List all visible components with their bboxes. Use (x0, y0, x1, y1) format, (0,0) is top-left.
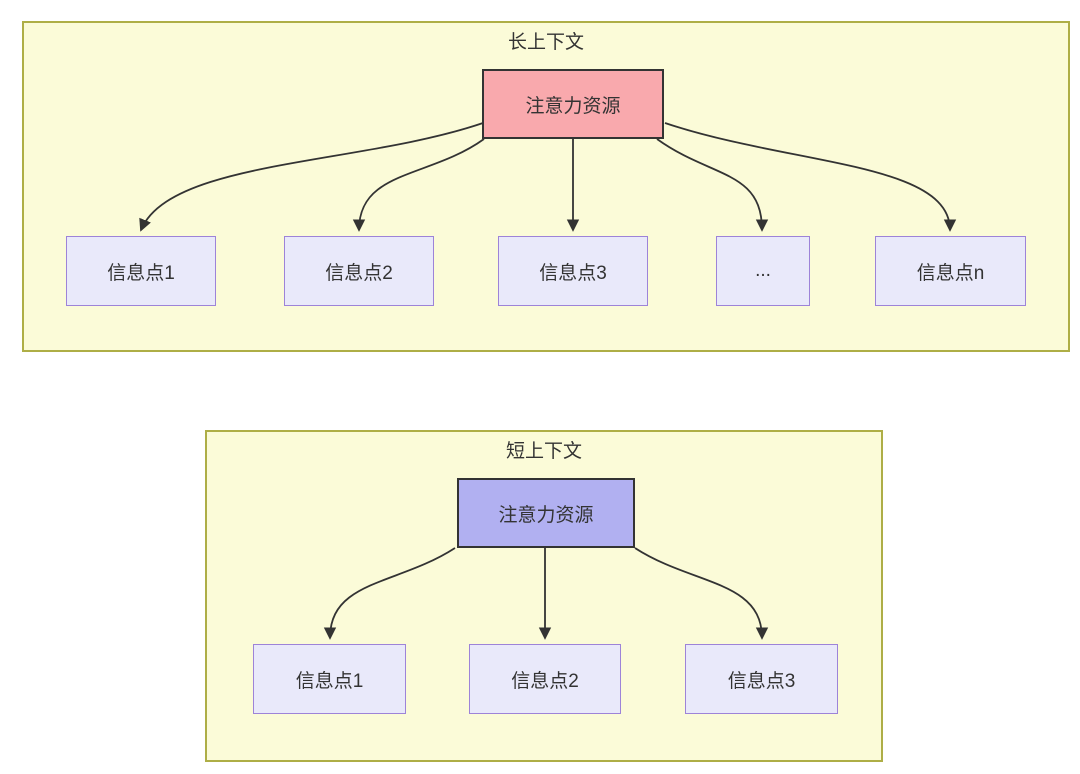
long-info-node-n: 信息点n (875, 236, 1026, 306)
long-info-label-ellipsis: ... (755, 260, 771, 281)
long-info-node-1: 信息点1 (66, 236, 216, 306)
short-attention-label: 注意力资源 (498, 504, 594, 526)
short-info-node-2: 信息点2 (469, 644, 621, 714)
long-info-node-2: 信息点2 (284, 236, 434, 306)
long-context-title: 长上下文 (507, 32, 584, 53)
long-info-node-ellipsis: ... (716, 236, 810, 306)
long-info-node-3: 信息点3 (498, 236, 648, 306)
long-info-label-1: 信息点1 (107, 262, 175, 284)
short-attention-node: 注意力资源 (457, 478, 635, 548)
long-info-label-3: 信息点3 (539, 262, 607, 284)
long-info-label-n: 信息点n (916, 262, 985, 284)
long-info-label-2: 信息点2 (325, 262, 393, 284)
short-info-label-2: 信息点2 (511, 670, 579, 692)
short-info-label-1: 信息点1 (295, 670, 364, 692)
short-info-node-1: 信息点1 (253, 644, 406, 714)
short-info-node-3: 信息点3 (685, 644, 838, 714)
short-info-label-3: 信息点3 (727, 670, 796, 692)
short-context-title: 短上下文 (505, 441, 582, 462)
long-attention-node: 注意力资源 (482, 69, 664, 139)
long-attention-label: 注意力资源 (525, 95, 621, 117)
